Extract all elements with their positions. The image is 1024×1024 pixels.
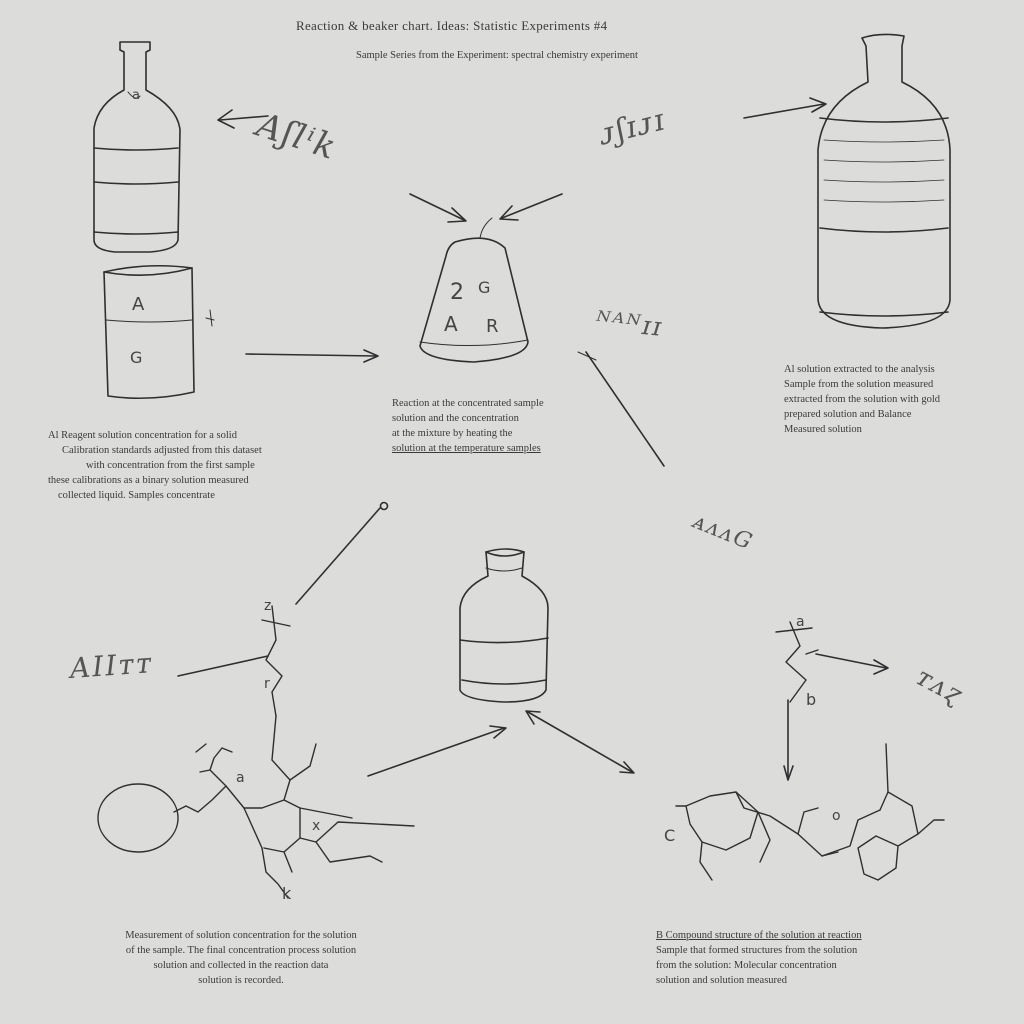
molecule-right-label-c: C xyxy=(664,826,676,845)
arrow-to-top-left-bottle xyxy=(219,115,269,121)
paragraph-line: Measurement of solution concentration fo… xyxy=(125,930,357,941)
line-molecule-to-center xyxy=(295,507,381,605)
label-flask-top-left: 2 xyxy=(450,280,464,305)
molecule-left xyxy=(97,605,415,899)
paragraph-line: Calibration standards adjusted from this… xyxy=(62,445,262,456)
arrow-molecule-to-jar xyxy=(367,727,505,777)
arrow-scribble-to-molecule xyxy=(177,655,269,677)
label-left-beaker-top: A xyxy=(132,294,145,315)
paragraph-line: Reaction at the concentrated sample xyxy=(392,398,544,409)
bottle-top-right xyxy=(817,33,951,329)
molecule-left-label-a: a xyxy=(236,770,245,786)
label-left-beaker-bottom: G xyxy=(130,348,143,367)
paragraph-line: from the solution: Molecular concentrati… xyxy=(656,960,837,971)
jar-bottom-center xyxy=(459,548,549,703)
paragraph-line: collected liquid. Samples concentrate xyxy=(58,490,215,501)
paragraph-line: Sample that formed structures from the s… xyxy=(656,945,858,956)
paragraph-line: solution is recorded. xyxy=(198,975,284,986)
paragraph-line: these calibrations as a binary solution … xyxy=(48,475,249,486)
molecule-right-label-o: o xyxy=(832,808,841,824)
label-flask-bottom-left: A xyxy=(444,312,458,336)
arrow-to-flask-left xyxy=(409,193,465,221)
arrow-beaker-to-flask xyxy=(245,353,377,357)
paragraph-line: solution at the temperature samples xyxy=(392,443,541,454)
scribble-bottom-left: AIIᴛᴛ xyxy=(68,646,155,685)
molecule-left-label-k: k xyxy=(282,884,292,903)
molecule-right-label-b: b xyxy=(806,690,817,709)
paragraph-line: Measured solution xyxy=(784,424,862,435)
paragraph-line: solution and collected in the reaction d… xyxy=(153,960,329,971)
paragraph-line: B Compound structure of the solution at … xyxy=(656,930,862,941)
beaker-left xyxy=(103,264,215,400)
molecule-right-label-top: a xyxy=(796,614,805,630)
paragraph-bottom-right: B Compound structure of the solution at … xyxy=(656,928,862,988)
arrow-right-molecule-out xyxy=(815,653,887,669)
label-bottle-tick: a xyxy=(132,88,140,103)
paragraph-line: solution and solution measured xyxy=(656,975,787,986)
arrow-to-top-right-bottle xyxy=(743,103,825,119)
paragraph-line: with concentration from the first sample xyxy=(86,460,255,471)
paragraph-line: Al Reagent solution concentration for a … xyxy=(48,430,237,441)
paragraph-bottom-left: Measurement of solution concentration fo… xyxy=(66,928,416,988)
paragraph-line: Sample from the solution measured xyxy=(784,379,934,390)
arrow-to-flask-right xyxy=(501,193,563,219)
paragraph-line: of the sample. The final concentration p… xyxy=(125,945,357,956)
molecule-left-label-x: x xyxy=(312,818,321,834)
label-flask-top-right: G xyxy=(478,278,491,297)
bottle-top-left xyxy=(93,41,181,253)
paragraph-line: prepared solution and Balance xyxy=(784,409,912,420)
arrows xyxy=(177,97,889,781)
flask-center xyxy=(419,217,529,363)
paragraph-line: Al solution extracted to the analysis xyxy=(784,364,935,375)
diagram-title: Reaction & beaker chart. Ideas: Statisti… xyxy=(296,18,608,33)
molecule-left-label-r: r xyxy=(264,676,270,692)
paragraph-line: extracted from the solution with gold xyxy=(784,394,941,405)
line-center-to-diag xyxy=(585,351,665,467)
paragraph-center: Reaction at the concentrated sample solu… xyxy=(392,396,544,456)
molecule-left-label-top: z xyxy=(264,598,272,614)
molecule-right xyxy=(675,621,945,881)
paragraph-line: solution and the concentration xyxy=(392,413,519,424)
paragraph-left: Al Reagent solution concentration for a … xyxy=(48,428,262,503)
label-flask-bottom-right: R xyxy=(486,316,499,337)
paragraph-line: at the mixture by heating the xyxy=(392,428,513,439)
paragraph-right: Al solution extracted to the analysis Sa… xyxy=(784,362,940,437)
arrow-jar-right-double xyxy=(527,711,633,773)
diagram-subtitle: Sample Series from the Experiment: spect… xyxy=(356,50,638,61)
